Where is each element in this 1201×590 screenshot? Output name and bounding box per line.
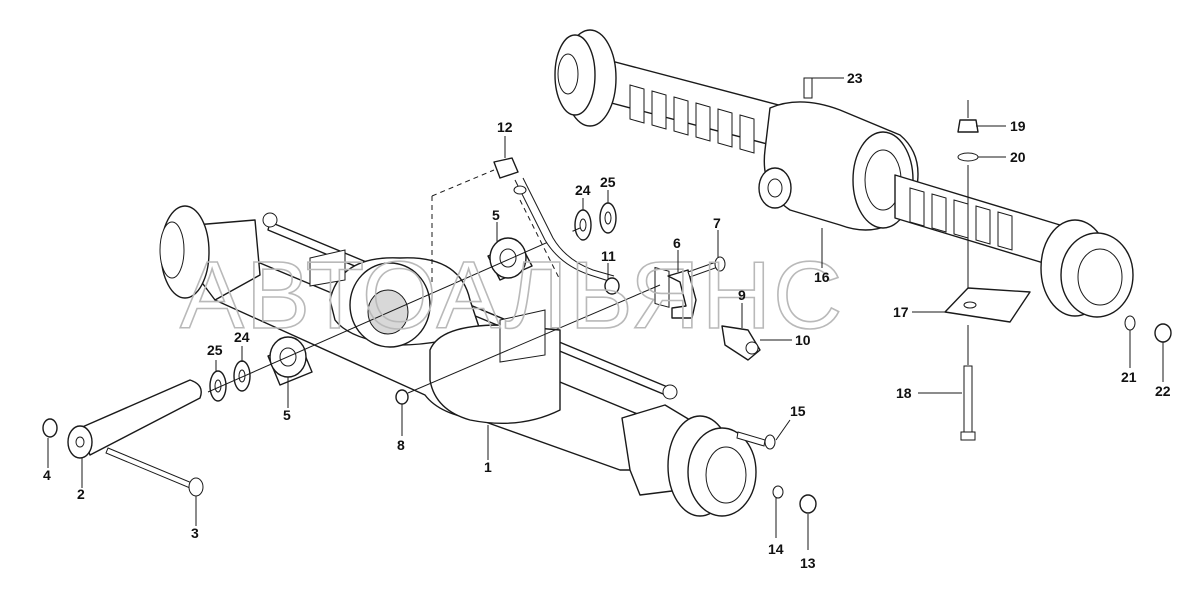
pivot-pin-group [42, 202, 617, 497]
callout-16: 16 [814, 269, 830, 285]
callout-7: 7 [713, 215, 721, 231]
callout-25-upper: 25 [600, 174, 616, 190]
callout-5-left: 5 [283, 407, 291, 423]
callout-22: 22 [1155, 383, 1171, 399]
front-axle-assembly [159, 205, 757, 517]
callout-2: 2 [77, 486, 85, 502]
rear-axle-left-fins [629, 84, 755, 308]
rear-axle-assembly [554, 29, 1134, 318]
callout-8: 8 [397, 437, 405, 453]
front-hub-hardware [736, 431, 817, 514]
callout-15: 15 [790, 403, 806, 419]
leader-lines [47, 77, 1164, 550]
rear-axle-right-fins [909, 187, 1013, 251]
callout-1: 1 [484, 459, 492, 475]
callout-19: 19 [1010, 118, 1026, 134]
callout-25-left: 25 [207, 342, 223, 358]
callout-11: 11 [601, 248, 616, 264]
rear-mount-hardware [944, 100, 1172, 441]
callout-5-upper: 5 [492, 207, 500, 223]
callout-23: 23 [847, 70, 863, 86]
callout-13: 13 [800, 555, 816, 571]
callout-24-upper: 24 [575, 182, 591, 198]
callout-9: 9 [738, 287, 746, 303]
callout-20: 20 [1010, 149, 1026, 165]
callout-6: 6 [673, 235, 681, 251]
callout-14: 14 [768, 541, 784, 557]
callout-10: 10 [795, 332, 811, 348]
callout-labels: 1 2 3 4 5 5 6 7 8 9 10 11 12 13 14 15 16… [43, 70, 1171, 571]
callout-3: 3 [191, 525, 199, 541]
callout-4: 4 [43, 467, 51, 483]
callout-21: 21 [1121, 369, 1137, 385]
callout-12: 12 [497, 119, 513, 135]
callout-18: 18 [896, 385, 912, 401]
callout-17: 17 [893, 304, 909, 320]
grease-line-group [395, 157, 761, 405]
watermark-text: АВТОАЛЬЯНС [180, 242, 844, 349]
callout-24-left: 24 [234, 329, 250, 345]
